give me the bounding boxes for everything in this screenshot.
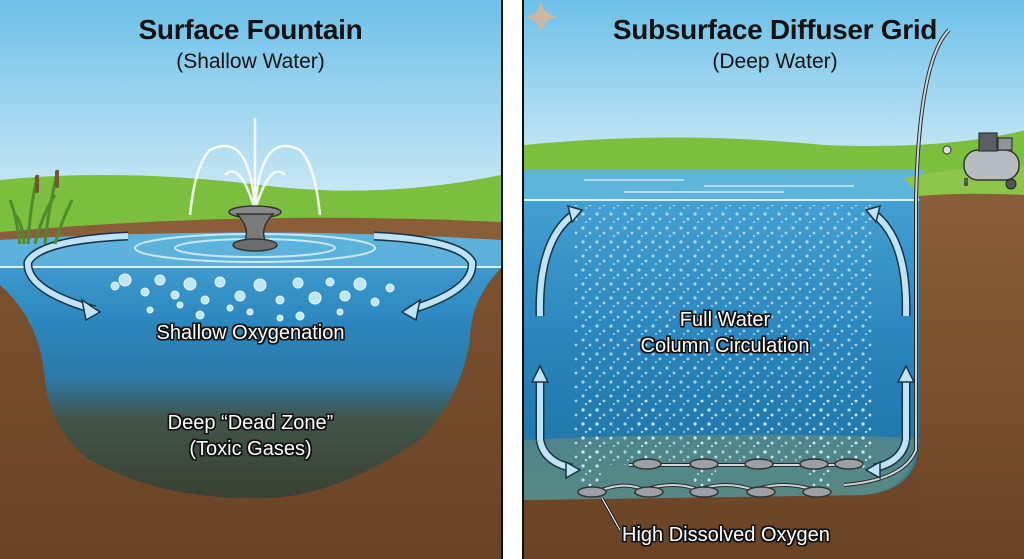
surface-fountain-panel: Surface Fountain (Shallow Water) Shallow… xyxy=(0,0,503,559)
high-dissolved-oxygen-label: High Dissolved Oxygen xyxy=(622,524,830,546)
subsurface-diffuser-panel: Subsurface Diffuser Grid (Deep Water) Fu… xyxy=(522,0,1024,559)
circulation-line2: Column Circulation xyxy=(640,335,810,357)
dead-zone-line2: (Toxic Gases) xyxy=(189,438,312,460)
dead-zone-line1: Deep “Dead Zone” xyxy=(167,412,334,434)
fountain-icon xyxy=(188,118,322,252)
subsurface-diffuser-illustration xyxy=(524,0,1024,559)
full-circulation-label: Full Water Column Circulation xyxy=(524,307,926,359)
diffuser-disc-icon xyxy=(577,458,864,498)
panel-subtitle: (Deep Water) xyxy=(712,50,838,73)
panel-divider xyxy=(503,0,520,559)
dead-zone-label: Deep “Dead Zone” (Toxic Gases) xyxy=(0,410,501,462)
oxygen-bubbles xyxy=(110,273,395,322)
air-compressor-icon xyxy=(942,132,1020,190)
grass-hill xyxy=(524,130,1024,180)
cattail-plants-icon xyxy=(8,169,74,245)
shallow-oxygenation-label: Shallow Oxygenation xyxy=(156,322,345,344)
panel-title: Surface Fountain xyxy=(138,14,363,45)
surface-fountain-illustration xyxy=(0,0,501,559)
panel-subtitle: (Shallow Water) xyxy=(176,50,325,73)
panel-title: Subsurface Diffuser Grid xyxy=(612,14,938,45)
circulation-line1: Full Water xyxy=(679,309,771,331)
sparkle-watermark-icon xyxy=(524,0,558,34)
